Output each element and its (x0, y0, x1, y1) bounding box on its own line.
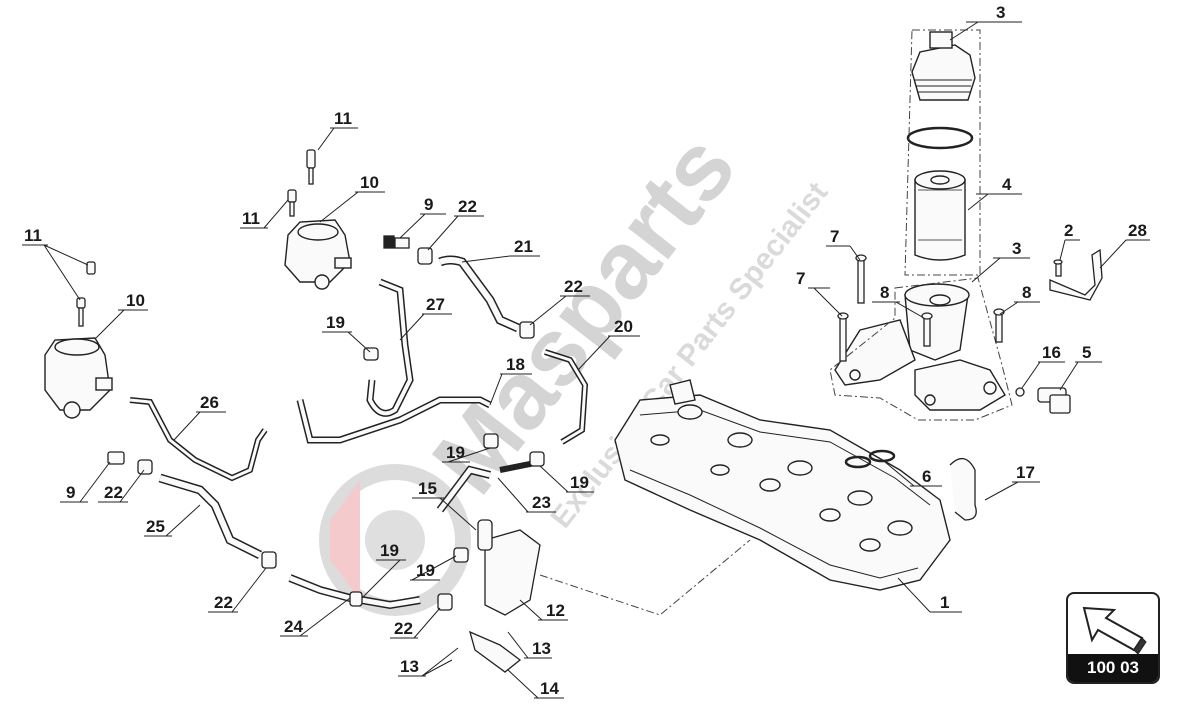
fuel-pump-upper (284, 219, 352, 290)
o-ring (906, 126, 974, 150)
callout-13: 13 (532, 639, 551, 658)
callout-23: 23 (532, 493, 551, 512)
filter-outline (904, 29, 981, 276)
callout-22: 22 (564, 277, 583, 296)
callout-11: 11 (334, 109, 352, 128)
callout-26: 26 (200, 393, 219, 412)
callout-18: 18 (506, 355, 525, 374)
arrow-icon (1082, 606, 1147, 654)
callout-25: 25 (146, 517, 165, 536)
reference-code: 100 03 (1068, 654, 1158, 682)
callout-17: 17 (1016, 463, 1035, 482)
clip-bracket (469, 630, 522, 673)
callout-22: 22 (214, 593, 233, 612)
seal-ring (868, 449, 896, 463)
callout-2: 2 (1064, 221, 1073, 240)
callout-24: 24 (284, 617, 303, 636)
callout-5: 5 (1082, 343, 1091, 362)
bolts-7-8 (837, 254, 1063, 362)
callout-10: 10 (126, 291, 145, 310)
seal-ring (844, 455, 872, 469)
callout-6: 6 (922, 467, 931, 486)
filter-element (914, 170, 966, 261)
callout-19: 19 (416, 561, 435, 580)
oil-sensor (1015, 387, 1071, 414)
callout-19: 19 (380, 541, 399, 560)
callout-15: 15 (418, 479, 437, 498)
callout-14: 14 (540, 679, 559, 698)
fuel-pump-lower (44, 337, 113, 419)
callout-8: 8 (1022, 283, 1031, 302)
callout-22: 22 (458, 197, 477, 216)
callout-7: 7 (796, 269, 805, 288)
callout-10: 10 (360, 173, 379, 192)
callout-11: 11 (24, 226, 42, 245)
callout-4: 4 (1002, 175, 1012, 194)
housing-outline (829, 277, 1013, 421)
callout-27: 27 (426, 295, 445, 314)
bolts-11 (76, 149, 316, 327)
filter-housing (834, 283, 1006, 411)
mount-bracket (477, 519, 541, 616)
watermark-logo (319, 464, 471, 616)
filter-cap (911, 31, 976, 101)
callout-9: 9 (424, 195, 433, 214)
callout-1: 1 (940, 593, 949, 612)
callout-9: 9 (66, 483, 75, 502)
callout-19: 19 (446, 443, 465, 462)
callout-3: 3 (1012, 239, 1021, 258)
callout-8: 8 (880, 283, 889, 302)
callout-21: 21 (514, 237, 533, 256)
callout-labels: 1 2 3 3 4 5 6 7 7 8 8 9 9 10 10 11 11 11… (24, 3, 1147, 698)
leader-lines (22, 21, 1150, 699)
assembly-line (539, 539, 751, 616)
callout-19: 19 (326, 313, 345, 332)
callout-12: 12 (546, 601, 565, 620)
callout-20: 20 (614, 317, 633, 336)
callout-16: 16 (1042, 343, 1061, 362)
return-pipe (949, 458, 977, 521)
callout-11: 11 (242, 209, 260, 228)
bracket (1049, 248, 1103, 301)
callout-13: 13 (400, 657, 419, 676)
callout-7: 7 (830, 227, 839, 246)
fittings (107, 235, 545, 611)
callout-22: 22 (394, 619, 413, 638)
cylinder-head-cover (614, 379, 951, 591)
reference-box: 100 03 (1066, 592, 1160, 684)
callout-28: 28 (1128, 221, 1147, 240)
callout-22: 22 (104, 483, 123, 502)
callout-3: 3 (996, 3, 1005, 22)
callout-19: 19 (570, 473, 589, 492)
